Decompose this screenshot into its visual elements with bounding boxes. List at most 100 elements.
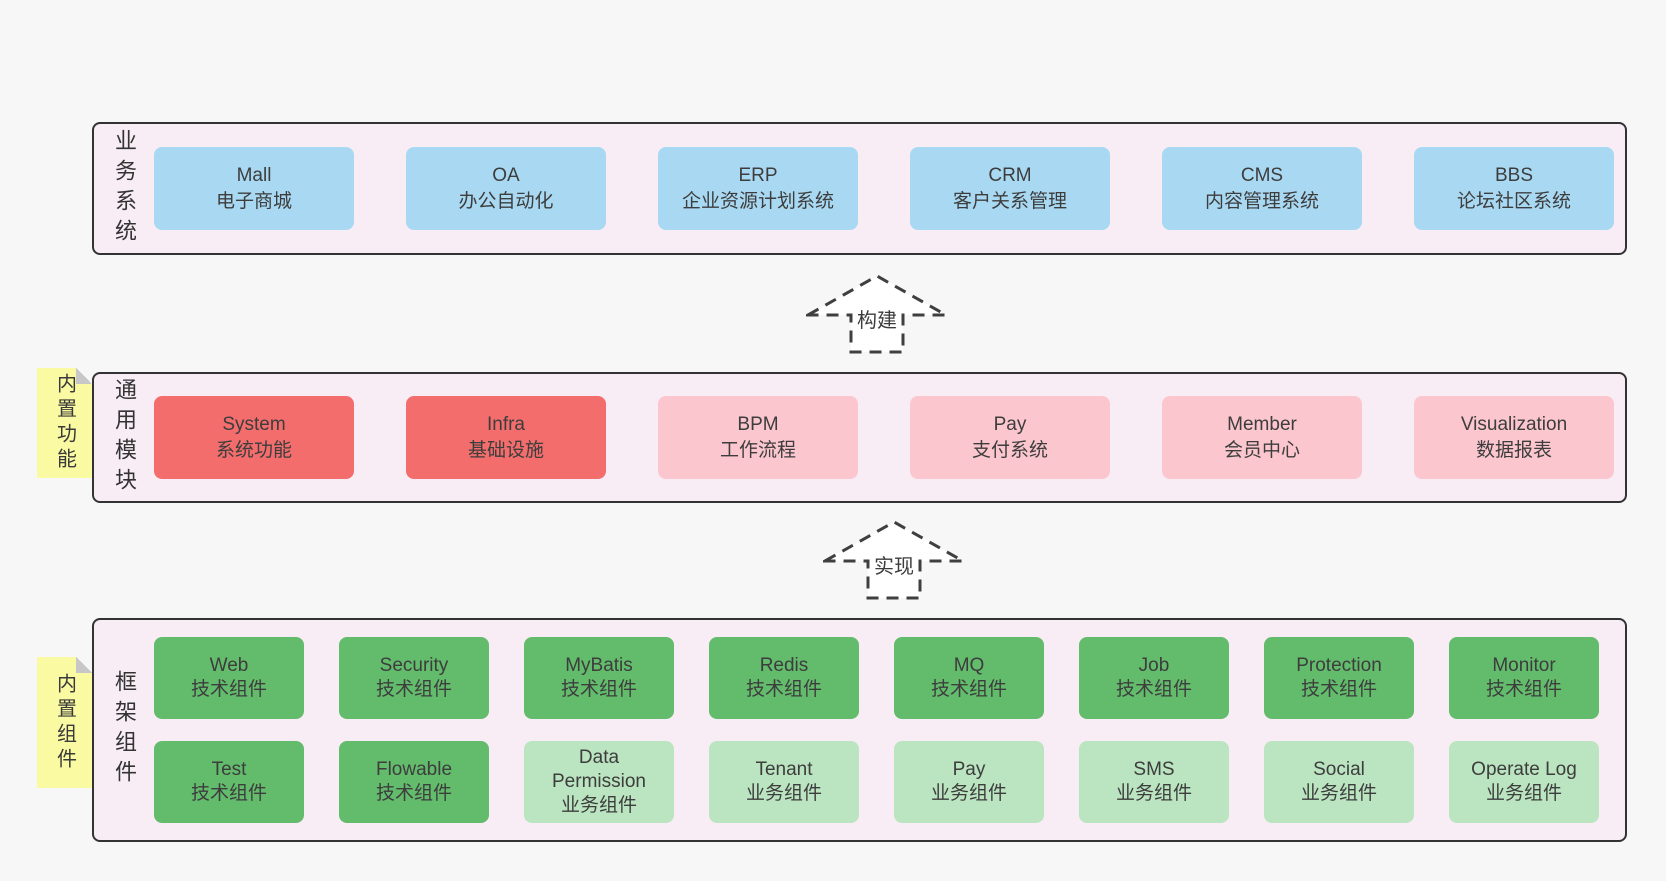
box-title: CMS [1240,164,1284,186]
box-title: Protection [1296,655,1382,676]
box-title: Pay [952,759,986,780]
box-subtitle: 技术组件 [375,679,452,700]
box-title: Web [209,655,249,676]
box-title: Operate Log [1471,759,1577,780]
box-subtitle: 技术组件 [190,783,267,804]
box-subtitle: 技术组件 [930,679,1007,700]
box-subtitle: 业务组件 [560,795,637,816]
box-mq: MQ 技术组件 [894,637,1044,719]
box-title: Infra [486,413,526,435]
layer-side-label-column: 通用模块 [94,374,154,501]
box-subtitle: 业务组件 [745,783,822,804]
box-operate-log: Operate Log 业务组件 [1449,741,1599,823]
box-title: Redis [759,655,809,676]
box-subtitle: 技术组件 [1485,679,1562,700]
box-subtitle: 技术组件 [1300,679,1377,700]
box-subtitle: 支付系统 [971,439,1048,461]
box-title: BPM [737,413,779,435]
box-subtitle: 业务组件 [1485,783,1562,804]
layer-side-label: 业务系统 [112,128,137,249]
box-subtitle: 论坛社区系统 [1456,190,1571,212]
box-subtitle: 电子商城 [215,190,292,212]
business-boxes: Mall 电子商城 OA 办公自动化 ERP 企业资源计划系统 CRM 客户关系… [154,124,1629,253]
box-title: BBS [1494,164,1534,186]
box-oa: OA 办公自动化 [406,147,606,230]
layer-side-label: 框架组件 [112,670,137,790]
box-bpm: BPM 工作流程 [658,396,858,479]
box-subtitle: 系统功能 [215,439,292,461]
box-crm: CRM 客户关系管理 [910,147,1110,230]
box-subtitle: 数据报表 [1475,439,1552,461]
box-title: System [222,413,286,435]
box-visualization: Visualization 数据报表 [1414,396,1614,479]
box-subtitle: 业务组件 [1300,783,1377,804]
box-title: Monitor [1492,655,1556,676]
box-subtitle: 技术组件 [190,679,267,700]
box-test: Test 技术组件 [154,741,304,823]
box-title: Test [211,759,247,780]
box-title: Tenant [755,759,813,780]
box-title: Security [379,655,449,676]
sticky-label: 内置组件 [53,672,76,773]
box-mybatis: MyBatis 技术组件 [524,637,674,719]
build-arrow-label: 构建 [854,308,900,334]
box-subtitle: 技术组件 [1115,679,1192,700]
box-subtitle: 技术组件 [560,679,637,700]
box-web: Web 技术组件 [154,637,304,719]
layer-common-modules: 通用模块 System 系统功能 Infra 基础设施 BPM 工作流程 Pay… [92,372,1627,503]
layer-side-label-column: 框架组件 [94,620,154,840]
implement-arrow-label: 实现 [871,554,917,580]
box-bbs: BBS 论坛社区系统 [1414,147,1614,230]
box-subtitle: 技术组件 [375,783,452,804]
box-title: ERP [738,164,778,186]
box-title: OA [492,164,520,186]
box-system: System 系统功能 [154,396,354,479]
box-sms: SMS 业务组件 [1079,741,1229,823]
box-monitor: Monitor 技术组件 [1449,637,1599,719]
box-title: Visualization [1460,413,1568,435]
box-social: Social 业务组件 [1264,741,1414,823]
box-title: Flowable [375,759,453,780]
box-tenant: Tenant 业务组件 [709,741,859,823]
box-subtitle: 基础设施 [467,439,544,461]
module-boxes: System 系统功能 Infra 基础设施 BPM 工作流程 Pay 支付系统… [154,374,1629,501]
box-subtitle: 业务组件 [1115,783,1192,804]
box-protection: Protection 技术组件 [1264,637,1414,719]
box-mall: Mall 电子商城 [154,147,354,230]
box-subtitle: 企业资源计划系统 [681,190,834,212]
sticky-note-built-in-components: 内置组件 [37,657,92,788]
box-title: Social [1313,759,1365,780]
layer-side-label-column: 业务系统 [94,124,154,253]
box-subtitle: 技术组件 [745,679,822,700]
box-flowable: Flowable 技术组件 [339,741,489,823]
box-title: SMS [1133,759,1175,780]
box-security: Security 技术组件 [339,637,489,719]
box-pay: Pay 支付系统 [910,396,1110,479]
box-title: MyBatis [565,655,633,676]
layer-business-systems: 业务系统 Mall 电子商城 OA 办公自动化 ERP 企业资源计划系统 CRM… [92,122,1627,255]
box-infra: Infra 基础设施 [406,396,606,479]
sticky-note-built-in-features: 内置功能 [37,368,92,478]
component-row-1: Web 技术组件 Security 技术组件 MyBatis 技术组件 Redi… [154,637,1599,719]
fold-corner-icon [76,368,92,384]
box-title: Mall [236,164,272,186]
box-title: CRM [988,164,1032,186]
layer-side-label: 通用模块 [112,377,137,498]
box-subtitle: 工作流程 [719,439,796,461]
box-title: Job [1138,655,1170,676]
box-title: MQ [953,655,985,676]
box-member: Member 会员中心 [1162,396,1362,479]
box-pay-business: Pay 业务组件 [894,741,1044,823]
box-subtitle: 业务组件 [930,783,1007,804]
box-subtitle: 内容管理系统 [1204,190,1319,212]
sticky-label: 内置功能 [53,373,76,473]
fold-corner-icon [76,657,92,673]
box-data-permission: Data Permission 业务组件 [524,741,674,823]
box-title: Member [1227,413,1297,435]
box-redis: Redis 技术组件 [709,637,859,719]
layer-framework-components: 框架组件 Web 技术组件 Security 技术组件 MyBatis 技术组件… [92,618,1627,842]
component-row-2: Test 技术组件 Flowable 技术组件 Data Permission … [154,741,1599,823]
box-subtitle: 办公自动化 [458,190,554,212]
box-cms: CMS 内容管理系统 [1162,147,1362,230]
